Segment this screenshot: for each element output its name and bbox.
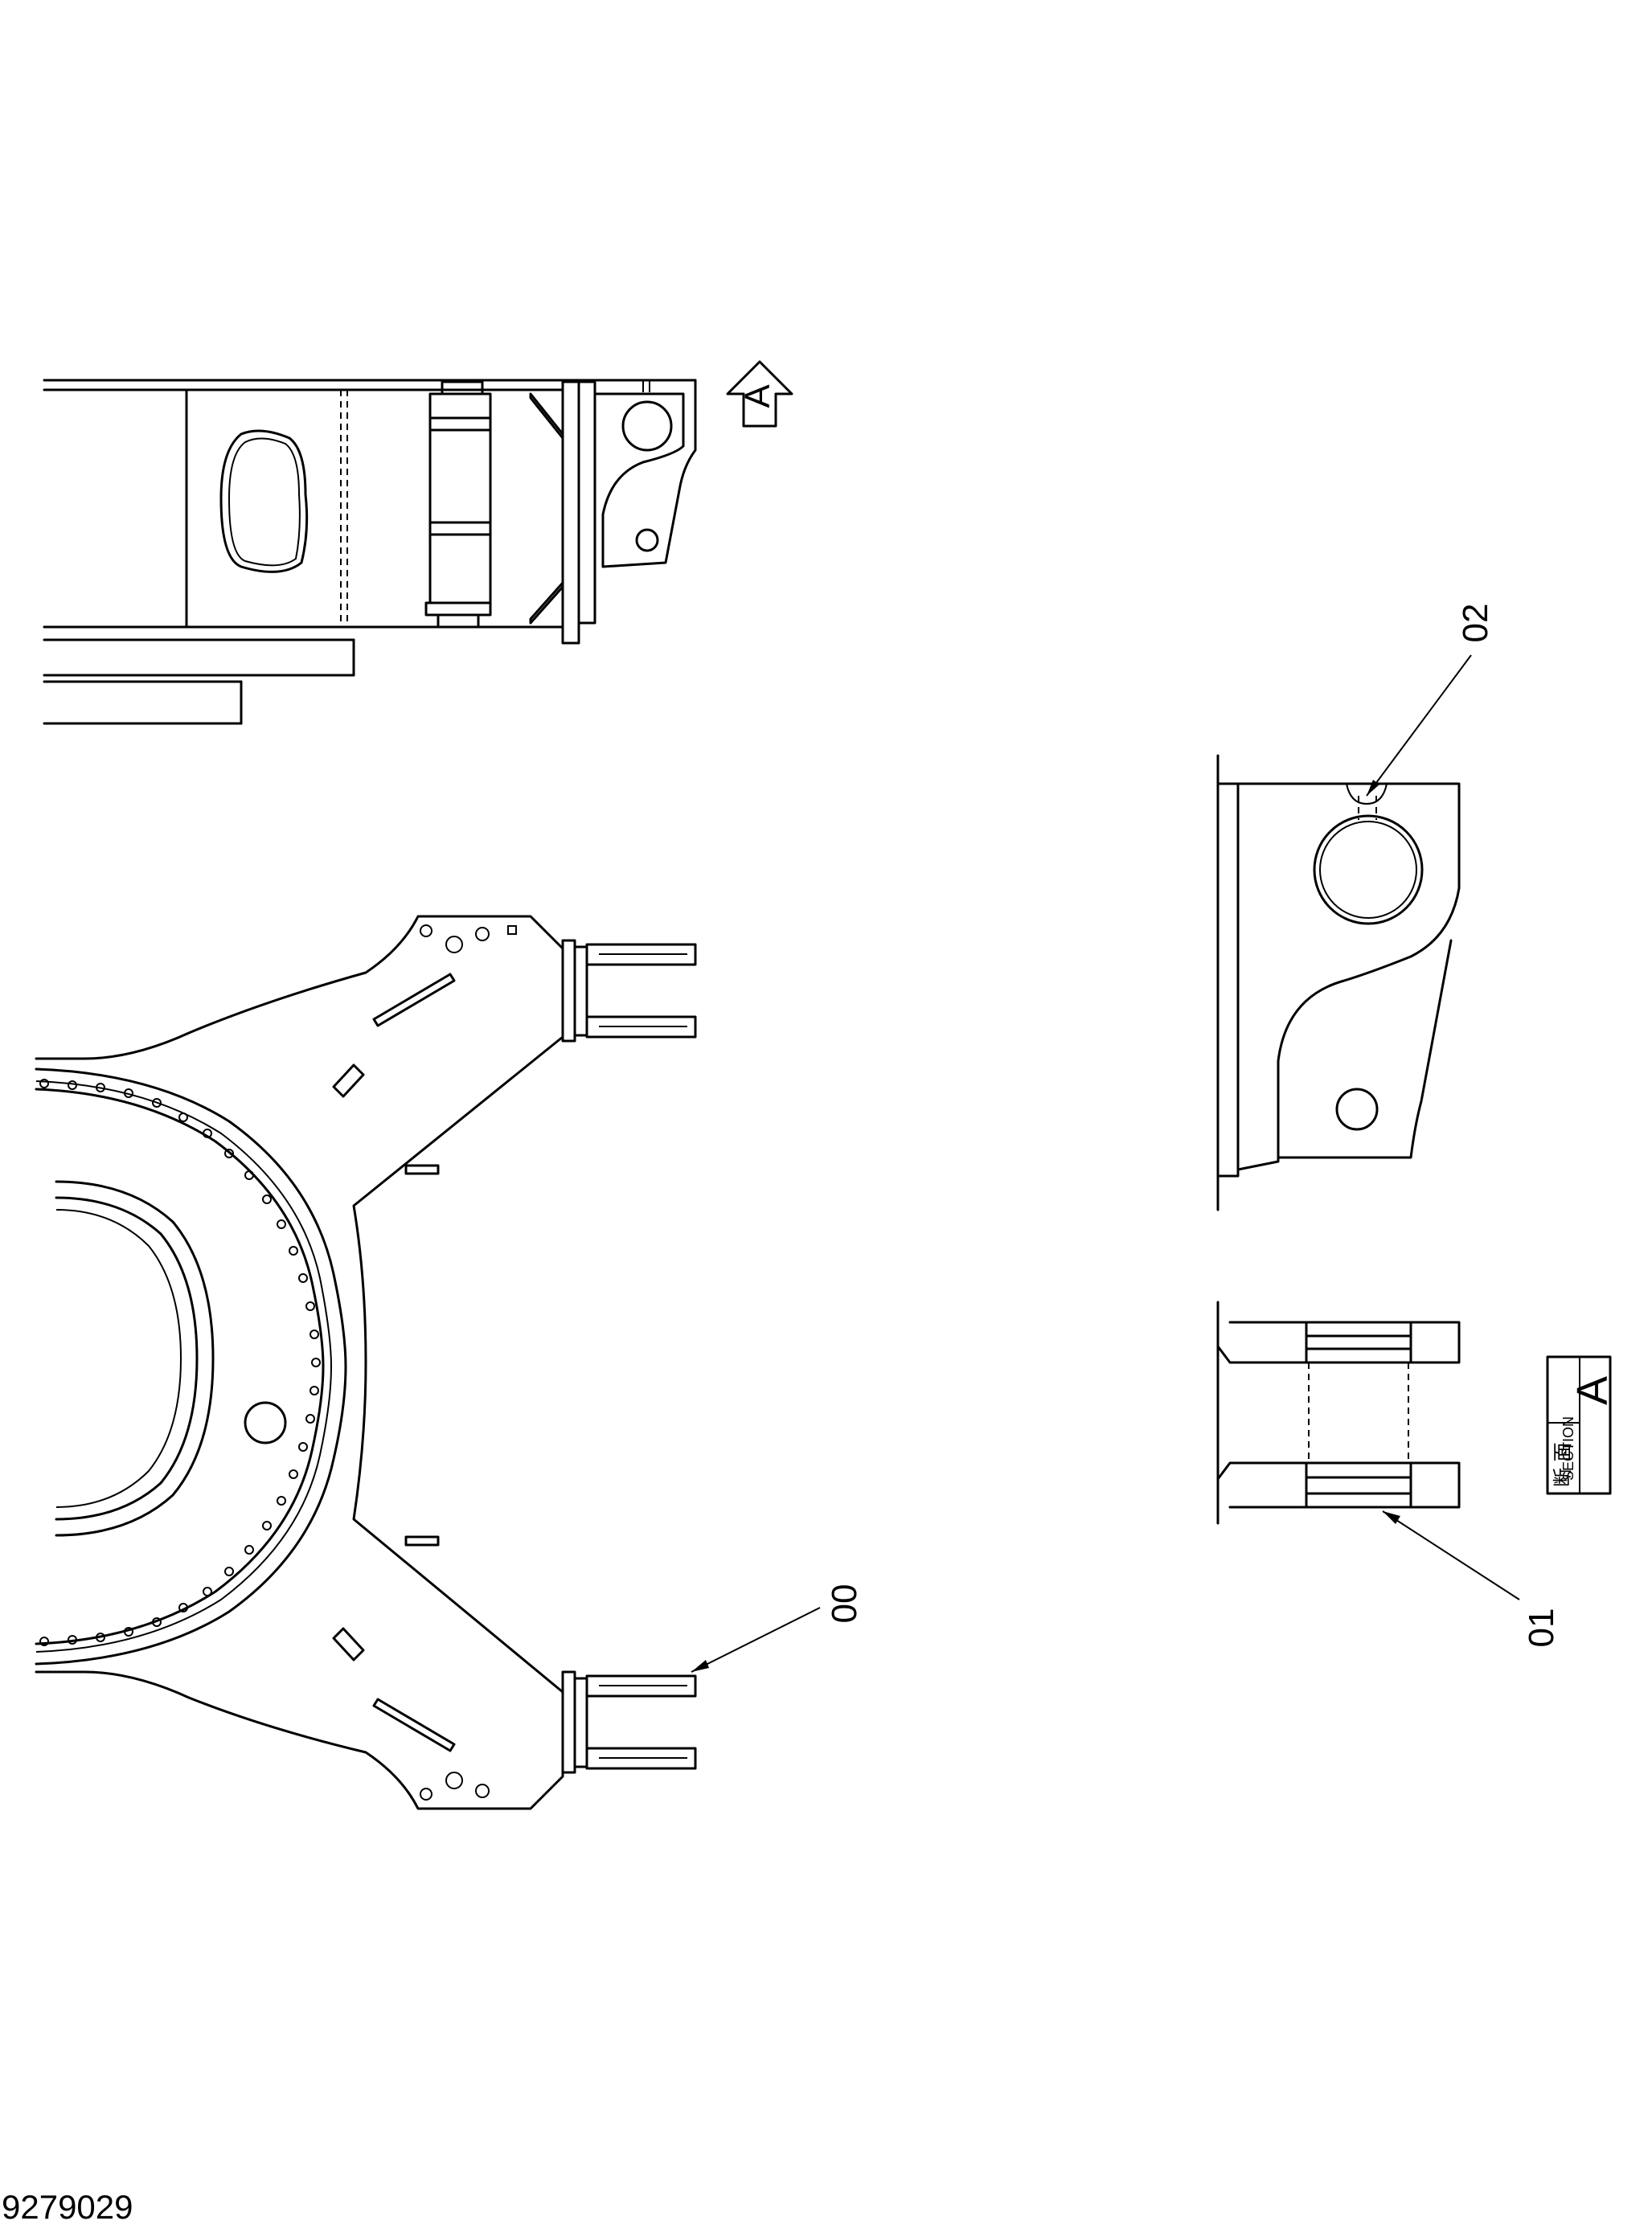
- document-number: 9279029: [2, 2188, 133, 2226]
- section-a-view: [1216, 1301, 1461, 1525]
- callout-01: 01: [1382, 1510, 1561, 1648]
- callout-01-label: 01: [1522, 1608, 1561, 1648]
- section-english-label: SECTION: [1560, 1416, 1576, 1481]
- clevis-upper: [561, 939, 697, 1043]
- view-a-arrow: A: [726, 360, 793, 428]
- view-a-label: A: [738, 384, 777, 408]
- callout-00-label: 00: [825, 1584, 864, 1624]
- callout-00: 00: [691, 1584, 864, 1673]
- callout-02: 02: [1366, 604, 1495, 797]
- callout-02-label: 02: [1456, 604, 1495, 643]
- section-japanese-label: 断 面: [1552, 1442, 1574, 1487]
- section-letter: A: [1568, 1376, 1617, 1405]
- bracket-detail-view: [1216, 754, 1461, 1211]
- clevis-lower: [561, 1670, 697, 1774]
- top-side-view: [43, 379, 697, 725]
- plan-view: [35, 915, 697, 1810]
- section-a-label-box: 断 面 SECTION A: [1546, 1355, 1617, 1495]
